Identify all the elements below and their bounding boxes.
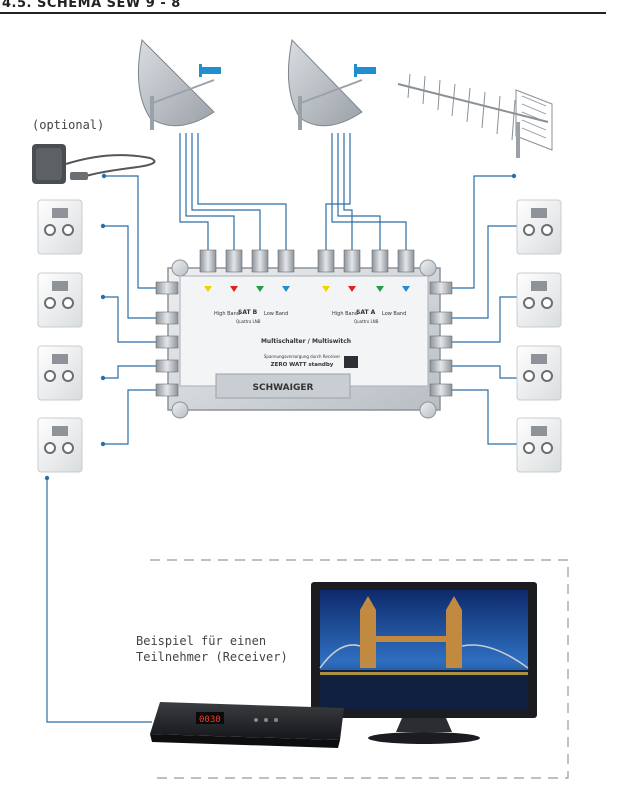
optional-note: (optional) <box>32 118 105 132</box>
receiver-note-line2: Teilnehmer (Receiver) <box>136 650 288 664</box>
sat-b-label: SAT B <box>238 309 258 316</box>
sat-b-high-band-label: High Band <box>214 311 240 317</box>
terrestrial-antenna-icon <box>397 73 553 158</box>
wall-socket-icon <box>37 417 83 473</box>
brand-label: SCHWAIGER <box>253 383 314 393</box>
sat-a-low-band-label: Low Band <box>382 311 406 317</box>
satellite-dish-icon <box>287 38 376 130</box>
satellite-dish-icon <box>137 38 221 130</box>
cables <box>46 133 522 723</box>
sat-a-label: SAT A <box>356 309 376 316</box>
power-supply-line: Spannungsversorgung durch Receiver <box>264 354 341 359</box>
wall-socket-icon <box>516 417 562 473</box>
wall-socket-icon <box>516 199 562 255</box>
receiver-display: 0030 <box>199 715 221 725</box>
wall-socket-icon <box>516 345 562 401</box>
sat-a-lnb-label: Quattro LNB <box>354 319 379 324</box>
multiswitch-labels: High Band SAT B Low Band Quattro LNB Hig… <box>214 309 406 393</box>
tv-dashed-frame <box>150 559 569 779</box>
tv-icon <box>311 582 537 744</box>
wall-socket-icon <box>37 345 83 401</box>
sat-b-low-band-label: Low Band <box>264 311 288 317</box>
page-title: 4.5. SCHEMA SEW 9 - 8 <box>2 0 181 11</box>
receiver-icon: 0030 <box>150 702 344 748</box>
wall-socket-icon <box>37 199 83 255</box>
zero-watt-label: ZERO WATT standby <box>271 362 334 368</box>
multiswitch-icon <box>155 249 453 419</box>
receiver-note-line1: Beispiel für einen <box>136 634 267 648</box>
multiswitch-title: Multischalter / Multiswitch <box>261 338 351 345</box>
power-supply-icon <box>32 144 156 184</box>
sat-b-lnb-label: Quattro LNB <box>236 319 261 324</box>
title-divider <box>0 12 606 14</box>
wall-socket-icon <box>516 272 562 328</box>
wall-socket-icon <box>37 272 83 328</box>
sat-a-high-band-label: High Band <box>332 311 358 317</box>
